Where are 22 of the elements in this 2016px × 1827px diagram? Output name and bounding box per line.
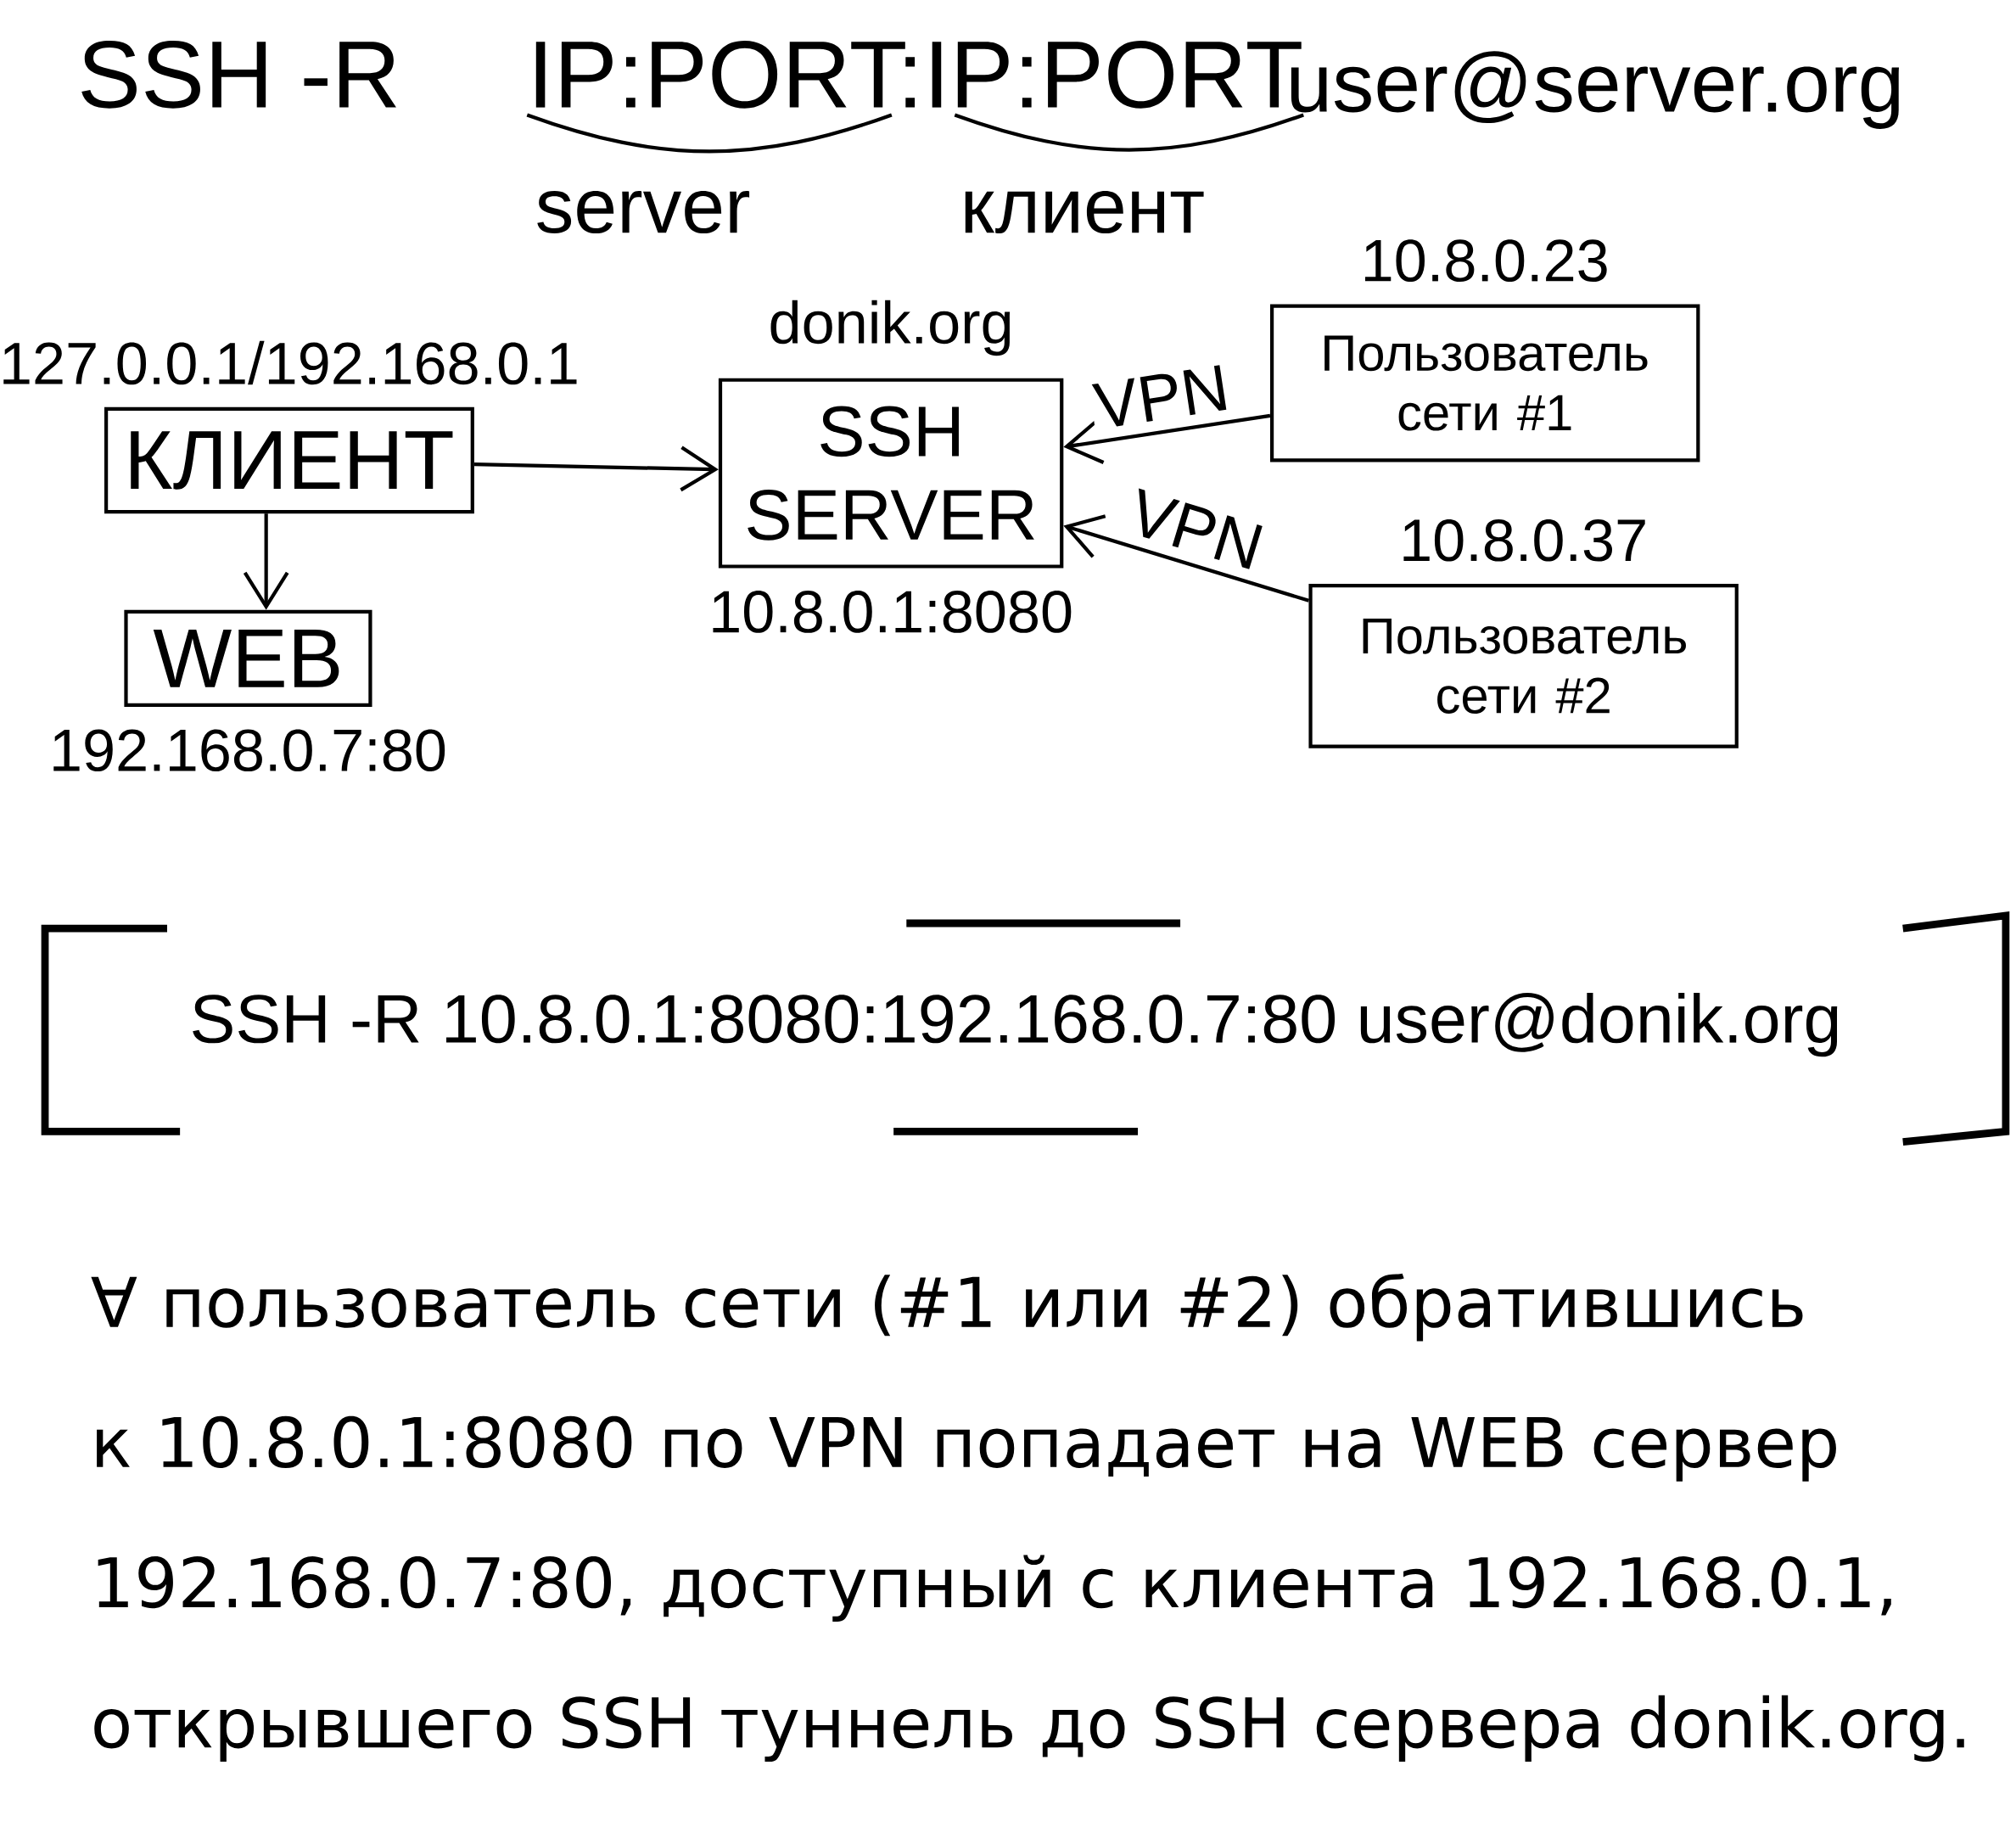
address-label: 10.8.0.23 [1364,239,1607,282]
address-label: donik.org [770,300,1011,356]
edge-label: VPN [1139,488,1263,569]
box: SSH SERVER [718,378,1064,569]
box: Пользователь сети #2 [1308,584,1739,748]
address-label: 192.168.0.7:80 [53,729,445,771]
arrow [1063,413,1271,464]
arrow [1063,514,1310,602]
address-label: 10.8.0.1:8080 [713,591,1072,633]
box: КЛИЕНТ [104,406,474,514]
arrow [243,513,289,610]
box: Пользователь сети #1 [1269,304,1700,462]
edge-label: VPN [1091,365,1227,427]
description-text: ∀ пользователь сети (#1 или #2) обратившись к 10.8.0.1:8080 по VPN попадает на WEB сервер 192.168.0.7:80, доступный с клиента 192.168.0.1, открывшего SSH туннель до SSH сервера donik.org. [91,1273,1964,1762]
command-text: SSH -R [81,41,396,109]
caption-text: server [537,190,750,233]
address-label: 127.0.0.1/192.168.0.1 [3,340,577,385]
caption-text: клиент [965,190,1204,233]
box: WEB [124,609,372,707]
command-text: SSH -R 10.8.0.1:8080:192.168.0.7:80 user@donik.org [193,992,1838,1057]
arrow [473,446,719,492]
address-label: 10.8.0.37 [1403,518,1645,562]
